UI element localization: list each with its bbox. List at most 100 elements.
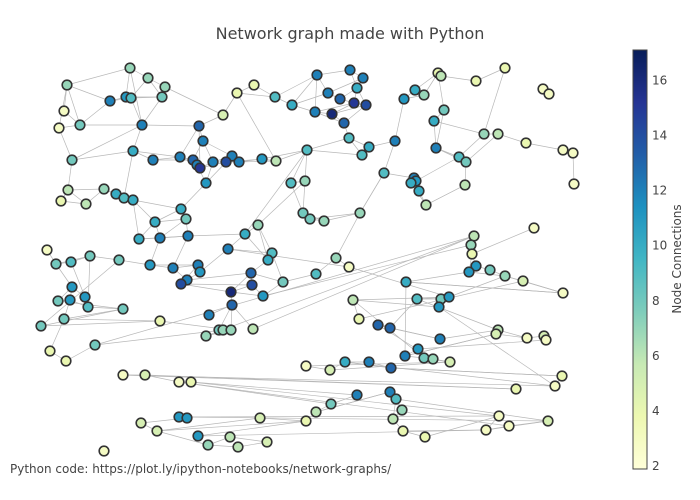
node-marker[interactable] [311, 69, 323, 81]
node-marker[interactable] [35, 320, 47, 332]
node-marker[interactable] [53, 122, 65, 134]
node-marker[interactable] [353, 313, 365, 325]
node-marker[interactable] [348, 97, 360, 109]
node-marker[interactable] [239, 228, 251, 240]
node-marker[interactable] [330, 252, 342, 264]
node-marker[interactable] [220, 156, 232, 168]
node-marker[interactable] [79, 291, 91, 303]
node-marker[interactable] [104, 95, 116, 107]
node-marker[interactable] [285, 177, 297, 189]
node-marker[interactable] [343, 132, 355, 144]
node-marker[interactable] [363, 356, 375, 368]
node-marker[interactable] [405, 177, 417, 189]
node-marker[interactable] [270, 155, 282, 167]
node-marker[interactable] [286, 99, 298, 111]
node-marker[interactable] [465, 239, 477, 251]
node-marker[interactable] [173, 376, 185, 388]
node-marker[interactable] [521, 332, 533, 344]
node-marker[interactable] [411, 293, 423, 305]
node-marker[interactable] [127, 194, 139, 206]
node-marker[interactable] [52, 295, 64, 307]
node-marker[interactable] [325, 398, 337, 410]
node-marker[interactable] [466, 248, 478, 260]
node-marker[interactable] [378, 167, 390, 179]
node-marker[interactable] [257, 290, 269, 302]
node-marker[interactable] [385, 362, 397, 374]
node-marker[interactable] [98, 183, 110, 195]
node-marker[interactable] [225, 286, 237, 298]
node-marker[interactable] [167, 262, 179, 274]
node-marker[interactable] [256, 153, 268, 165]
node-marker[interactable] [343, 261, 355, 273]
node-marker[interactable] [409, 84, 421, 96]
node-marker[interactable] [156, 91, 168, 103]
node-marker[interactable] [420, 199, 432, 211]
node-marker[interactable] [136, 119, 148, 131]
node-marker[interactable] [470, 260, 482, 272]
node-marker[interactable] [309, 106, 321, 118]
node-marker[interactable] [194, 162, 206, 174]
node-marker[interactable] [354, 207, 366, 219]
node-marker[interactable] [61, 79, 73, 91]
node-marker[interactable] [435, 70, 447, 82]
node-marker[interactable] [540, 334, 552, 346]
node-marker[interactable] [517, 275, 529, 287]
node-marker[interactable] [142, 72, 154, 84]
node-marker[interactable] [334, 93, 346, 105]
node-marker[interactable] [389, 135, 401, 147]
node-marker[interactable] [460, 156, 472, 168]
node-marker[interactable] [493, 410, 505, 422]
node-marker[interactable] [400, 276, 412, 288]
node-marker[interactable] [125, 92, 137, 104]
node-marker[interactable] [390, 393, 402, 405]
node-marker[interactable] [247, 323, 259, 335]
node-marker[interactable] [174, 151, 186, 163]
node-marker[interactable] [310, 406, 322, 418]
node-marker[interactable] [207, 156, 219, 168]
node-marker[interactable] [60, 355, 72, 367]
node-marker[interactable] [480, 424, 492, 436]
node-marker[interactable] [44, 345, 56, 357]
node-marker[interactable] [193, 120, 205, 132]
node-marker[interactable] [182, 230, 194, 242]
node-marker[interactable] [232, 441, 244, 453]
node-marker[interactable] [520, 137, 532, 149]
node-marker[interactable] [74, 119, 86, 131]
node-marker[interactable] [299, 175, 311, 187]
node-marker[interactable] [463, 266, 475, 278]
node-marker[interactable] [549, 380, 561, 392]
node-marker[interactable] [397, 425, 409, 437]
node-marker[interactable] [300, 360, 312, 372]
node-marker[interactable] [413, 185, 425, 197]
node-marker[interactable] [151, 425, 163, 437]
node-marker[interactable] [418, 352, 430, 364]
node-marker[interactable] [499, 270, 511, 282]
node-marker[interactable] [384, 322, 396, 334]
node-marker[interactable] [64, 294, 76, 306]
node-marker[interactable] [135, 417, 147, 429]
node-marker[interactable] [65, 256, 77, 268]
node-marker[interactable] [468, 230, 480, 242]
node-marker[interactable] [434, 333, 446, 345]
node-marker[interactable] [133, 233, 145, 245]
node-marker[interactable] [297, 207, 309, 219]
node-marker[interactable] [98, 445, 110, 457]
node-marker[interactable] [252, 219, 264, 231]
node-marker[interactable] [528, 222, 540, 234]
node-marker[interactable] [300, 415, 312, 427]
node-marker[interactable] [322, 87, 334, 99]
node-marker[interactable] [347, 294, 359, 306]
node-marker[interactable] [58, 105, 70, 117]
node-marker[interactable] [363, 141, 375, 153]
node-marker[interactable] [269, 91, 281, 103]
node-marker[interactable] [356, 149, 368, 161]
node-marker[interactable] [66, 281, 78, 293]
node-marker[interactable] [154, 315, 166, 327]
node-marker[interactable] [58, 313, 70, 325]
node-marker[interactable] [200, 330, 212, 342]
node-marker[interactable] [197, 135, 209, 147]
node-marker[interactable] [398, 93, 410, 105]
node-marker[interactable] [470, 75, 482, 87]
node-marker[interactable] [217, 109, 229, 121]
node-marker[interactable] [185, 376, 197, 388]
